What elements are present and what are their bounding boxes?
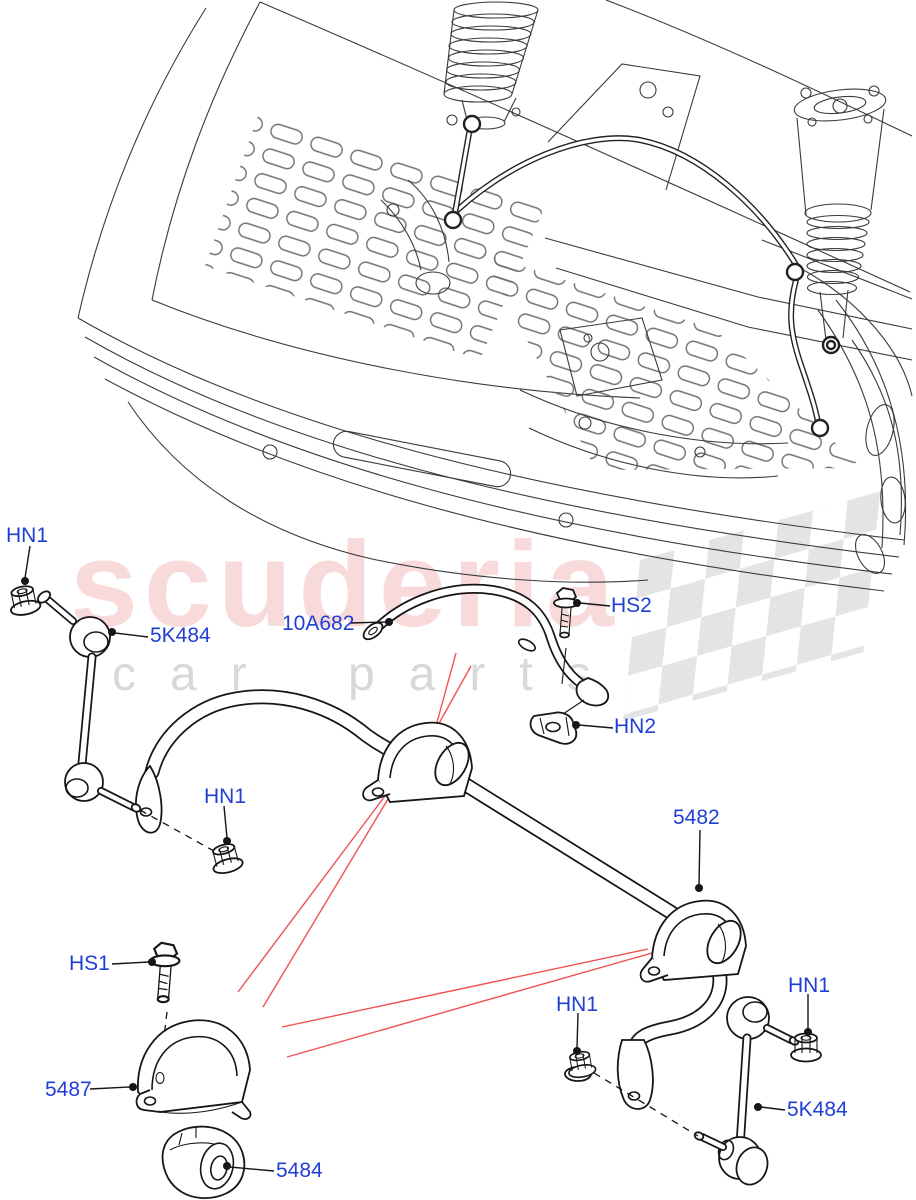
air-strut-left	[443, 1, 539, 130]
nut-hn2-clip	[529, 711, 578, 745]
callout-5k484-left: 5K484	[150, 624, 211, 647]
callout-hs2: HS2	[611, 594, 652, 617]
bar-end-eye-left	[135, 764, 163, 834]
air-strut-right	[793, 85, 887, 341]
bushing-clamp-right	[639, 899, 747, 983]
vehicle-illustration	[77, 0, 913, 592]
callout-10a682: 10A682	[282, 612, 355, 635]
callout-hn2: HN2	[614, 715, 657, 738]
grille-mesh-lower	[480, 252, 862, 470]
valance-slot	[332, 430, 512, 488]
leader-lines	[21, 545, 812, 1172]
stabilizer-link-left	[37, 590, 142, 813]
grille-mesh-upper	[205, 116, 545, 360]
watermark: scuderia car parts	[70, 491, 881, 721]
bolt-hs1	[149, 941, 181, 1004]
callout-5482: 5482	[673, 806, 720, 829]
callout-hn1-bottom-right: HN1	[788, 974, 831, 997]
callout-hs1: HS1	[69, 952, 110, 975]
callout-hn1-bottom-mid: HN1	[556, 993, 599, 1016]
bushing-center	[434, 741, 470, 787]
stabilizer-bar-installed	[443, 114, 841, 438]
bracket-10a682	[362, 589, 610, 717]
subframe	[519, 63, 913, 479]
nut-hn1-top-left	[5, 582, 43, 619]
clamp-5487	[135, 1019, 252, 1120]
bar-end-eye-right	[616, 1039, 654, 1110]
bushing-right	[706, 919, 742, 965]
callout-hn1-top-left: HN1	[6, 524, 49, 547]
callout-5484: 5484	[276, 1159, 323, 1182]
pointer-lines	[237, 652, 653, 1058]
watermark-brand-text: scuderia	[70, 516, 620, 652]
watermark-tagline-text: car parts	[112, 648, 625, 701]
bumper-beam	[77, 317, 905, 541]
checkered-flag	[623, 491, 881, 721]
nut-hn1-bottom-mid	[564, 1048, 598, 1082]
stabilizer-bar-part	[135, 697, 720, 1110]
stabilizer-link-right	[693, 996, 800, 1186]
fender-outline	[77, 7, 207, 319]
bushing-clamp-center	[362, 721, 473, 803]
bushing-5484	[161, 1125, 246, 1199]
nut-hn1-mid-left	[207, 840, 246, 877]
callout-5k484-right: 5K484	[787, 1098, 848, 1121]
callout-5487: 5487	[45, 1078, 92, 1101]
front-wheel	[799, 267, 913, 574]
nut-hn1-bottom-right	[790, 1032, 822, 1063]
callout-hn1-mid-left: HN1	[204, 785, 247, 808]
